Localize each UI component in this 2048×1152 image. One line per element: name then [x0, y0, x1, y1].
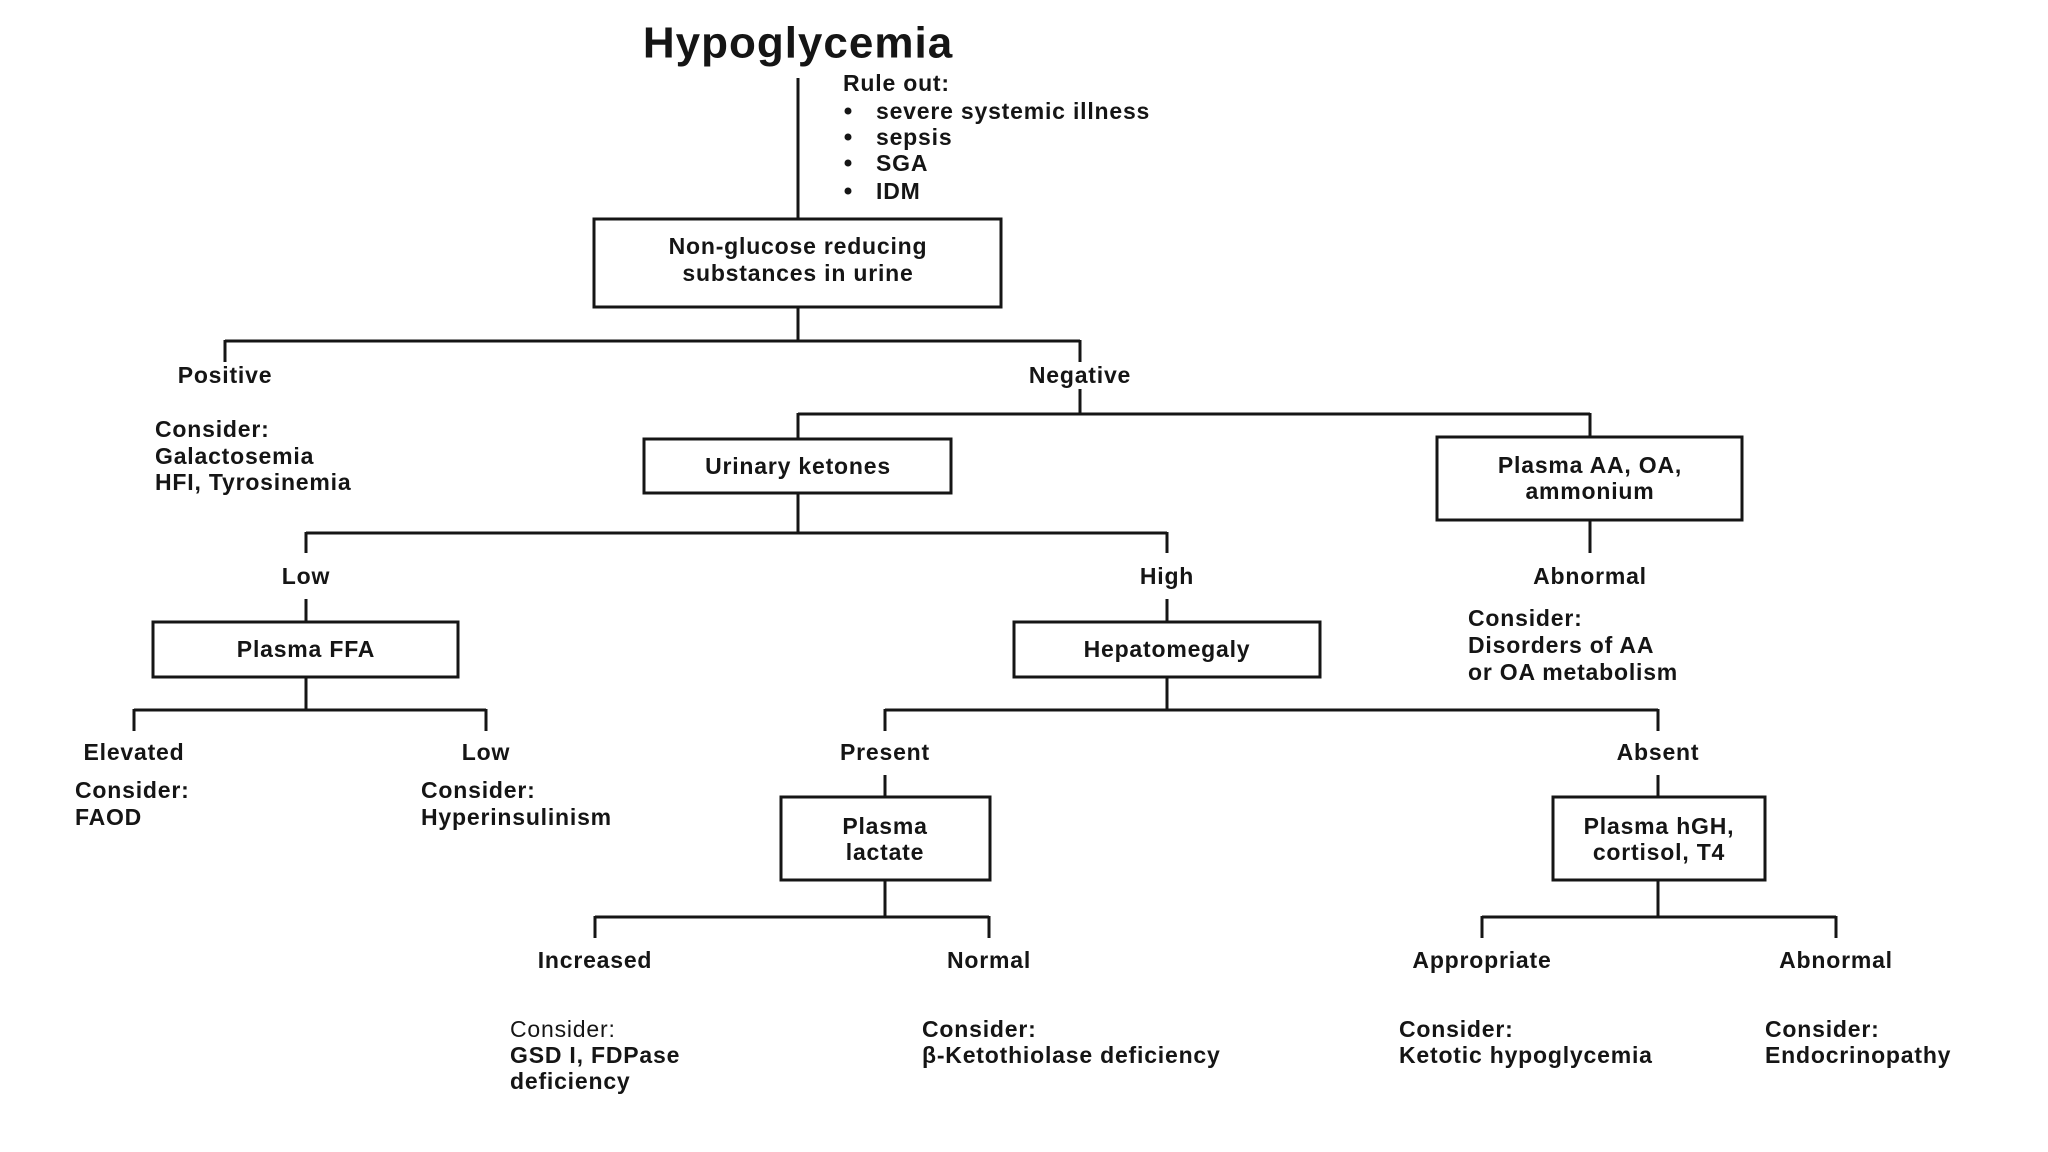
reducing-substances-label: Non-glucose reducing: [669, 233, 928, 259]
reducing-substances-label: substances in urine: [682, 260, 913, 286]
rule-out-item: sepsis: [876, 124, 952, 150]
hepatomegaly-box: [1012, 620, 1322, 679]
consider-text: HFI, Tyrosinemia: [155, 469, 351, 495]
consider-text: Consider:: [510, 1016, 616, 1042]
bullet-icon: [844, 187, 852, 195]
plasma-ffa-box: [151, 620, 460, 679]
consider-text: Ketotic hypoglycemia: [1399, 1042, 1653, 1068]
appropriate-label: Appropriate: [1412, 947, 1551, 973]
consider-text: Consider:: [922, 1016, 1037, 1042]
positive-label: Positive: [178, 362, 273, 388]
hgh-abnormal-label: Abnormal: [1779, 947, 1893, 973]
consider-text: deficiency: [510, 1068, 631, 1094]
diagram-title: Hypoglycemia: [643, 19, 953, 68]
consider-text: GSD I, FDPase: [510, 1042, 680, 1068]
plasma-aa-label: Plasma AA, OA,: [1498, 452, 1682, 478]
increased-label: Increased: [538, 947, 653, 973]
ketones-high-label: High: [1140, 563, 1194, 589]
rule-out-item: IDM: [876, 178, 921, 204]
rule-out-item: SGA: [876, 150, 928, 176]
rule-out-label: Rule out:: [843, 70, 950, 96]
plasma-lactate-label: lactate: [846, 839, 924, 865]
aa-abnormal-label: Abnormal: [1533, 563, 1647, 589]
consider-text: Consider:: [1468, 605, 1583, 631]
consider-text: Galactosemia: [155, 443, 314, 469]
rule-out-list: Rule out: severe systemic illness sepsis…: [843, 70, 1150, 204]
consider-text: Consider:: [155, 416, 270, 442]
normal-label: Normal: [947, 947, 1031, 973]
present-label: Present: [840, 739, 930, 765]
hepatomegaly-label: Hepatomegaly: [1084, 636, 1251, 662]
plasma-hgh-label: cortisol, T4: [1593, 839, 1725, 865]
consider-text: Endocrinopathy: [1765, 1042, 1951, 1068]
plasma-ffa-label: Plasma FFA: [237, 636, 375, 662]
plasma-hgh-label: Plasma hGH,: [1584, 813, 1735, 839]
bullet-icon: [844, 159, 852, 167]
plasma-lactate-label: Plasma: [842, 813, 927, 839]
absent-label: Absent: [1617, 739, 1700, 765]
bullet-icon: [844, 107, 852, 115]
urinary-ketones-label: Urinary ketones: [705, 453, 891, 479]
ffa-low-label: Low: [462, 739, 510, 765]
consider-text: Disorders of AA: [1468, 632, 1654, 658]
consider-text: Consider:: [1399, 1016, 1514, 1042]
consider-text: Consider:: [75, 777, 190, 803]
rule-out-item: severe systemic illness: [876, 98, 1150, 124]
consider-text: FAOD: [75, 804, 142, 830]
consider-text: or OA metabolism: [1468, 659, 1678, 685]
ketones-low-label: Low: [282, 563, 330, 589]
bullet-icon: [844, 133, 852, 141]
consider-text: β-Ketothiolase deficiency: [922, 1042, 1221, 1068]
ffa-elevated-label: Elevated: [83, 739, 184, 765]
plasma-aa-label: ammonium: [1525, 478, 1654, 504]
consider-text: Consider:: [421, 777, 536, 803]
plasma-lactate-box: [779, 795, 992, 882]
consider-text: Hyperinsulinism: [421, 804, 612, 830]
negative-label: Negative: [1029, 362, 1131, 388]
consider-text: Consider:: [1765, 1016, 1880, 1042]
